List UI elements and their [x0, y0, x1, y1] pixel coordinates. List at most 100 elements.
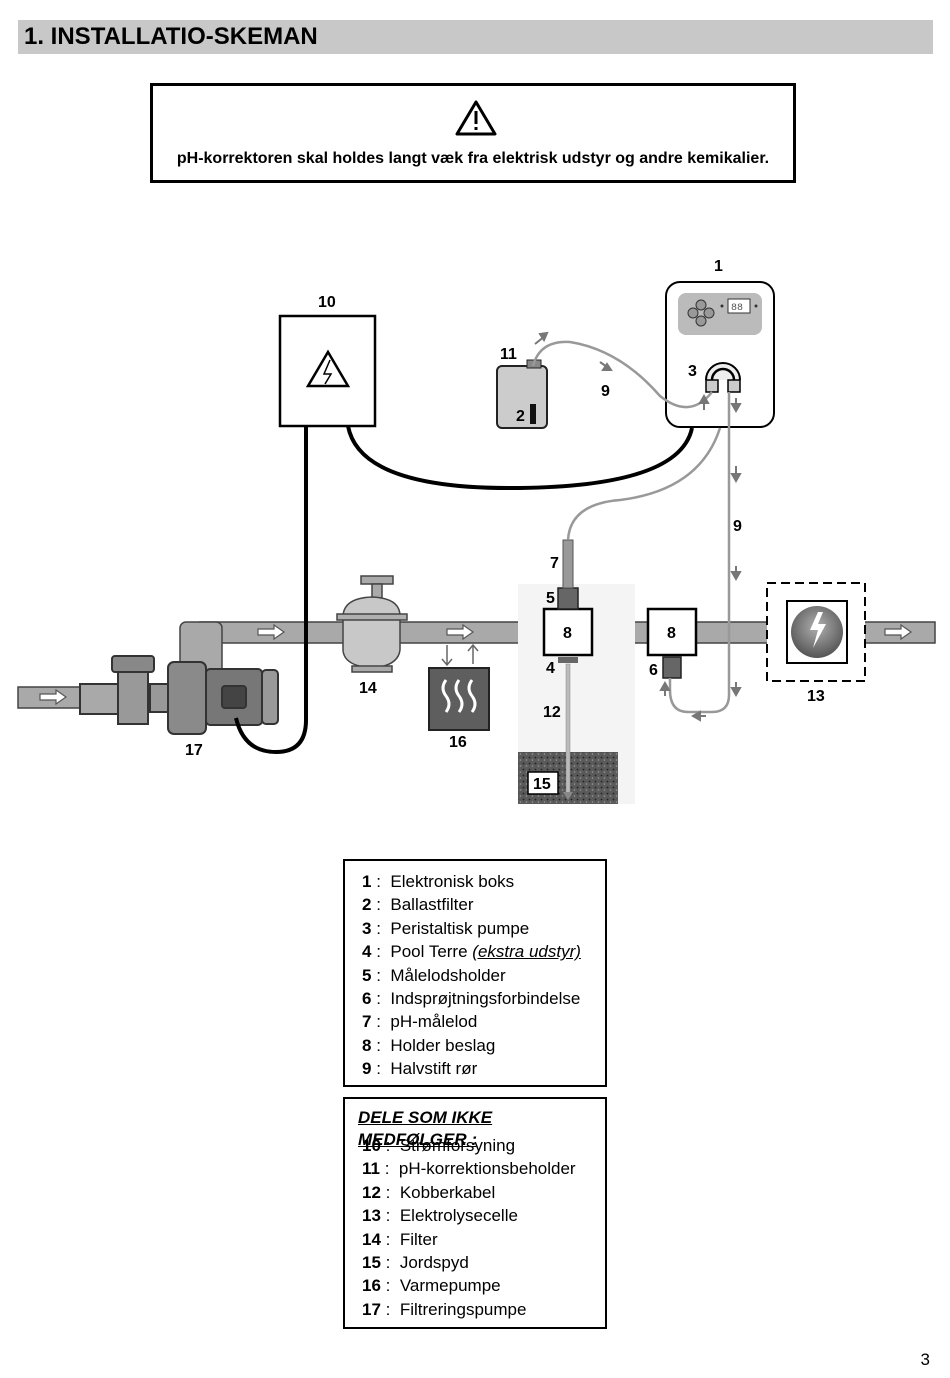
legend-separator: :: [380, 1229, 400, 1249]
legend-separator: :: [380, 1206, 400, 1226]
legend-number: 11: [362, 1159, 380, 1179]
display-readout: 88: [731, 303, 743, 314]
electrolysis-cell: [766, 582, 866, 682]
legend-separator: :: [371, 942, 391, 962]
legend-row: 16 : Varmepumpe: [358, 1274, 605, 1297]
legend-row: 14 : Filter: [358, 1228, 605, 1251]
warning-box: pH-korrektoren skal holdes langt væk fra…: [150, 83, 796, 183]
legend-number: 2: [362, 895, 372, 915]
legend-number: 13: [362, 1206, 381, 1226]
legend-label: pH-korrektionsbeholder: [398, 1159, 576, 1179]
legend-label: Halvstift rør: [390, 1059, 478, 1079]
legend-separator: :: [371, 988, 391, 1008]
cables: [234, 425, 694, 755]
callout-8b: 8: [667, 625, 676, 642]
callout-9a: 9: [601, 383, 610, 400]
callout-16: 16: [449, 734, 467, 751]
legend-label: Elektronisk boks: [390, 872, 515, 891]
callout-12: 12: [543, 704, 561, 721]
warning-triangle-icon: [455, 100, 497, 136]
callout-14: 14: [359, 680, 377, 697]
legend-row: 9 : Halvstift rør: [362, 1057, 605, 1080]
legend-separator: :: [380, 1299, 400, 1319]
legend-row: 5 : Målelodsholder: [362, 964, 605, 987]
legend-number: 3: [362, 918, 372, 938]
callout-1: 1: [714, 258, 723, 275]
legend-extra-note: (ekstra udstyr): [472, 942, 581, 962]
legend-row: 17 : Filtreringspumpe: [358, 1298, 605, 1321]
legend-label: Filtreringspumpe: [399, 1299, 527, 1319]
callout-13: 13: [807, 688, 825, 705]
legend-label: Elektrolysecelle: [399, 1206, 518, 1226]
legend-row: 7 : pH-målelod: [362, 1010, 605, 1033]
legend-number: 15: [362, 1252, 381, 1272]
sand-filter: [336, 575, 408, 673]
legend-not-included-title: DELE SOM IKKE MEDFØLGER :: [358, 1108, 493, 1149]
tube-arrows: [534, 331, 742, 722]
filtration-pump: [79, 655, 279, 735]
legend-number: 17: [362, 1299, 381, 1319]
legend-row: 13 : Elektrolysecelle: [358, 1204, 605, 1227]
legend-number: 12: [362, 1182, 381, 1202]
callout-6: 6: [649, 662, 658, 679]
legend-separator: :: [371, 918, 391, 938]
legend-label: Pool Terre: [390, 942, 473, 962]
holder-brackets: [542, 539, 698, 679]
callout-4: 4: [546, 660, 555, 677]
legend-row: 12 : Kobberkabel: [358, 1181, 605, 1204]
legend-row: 2 : Ballastfilter: [362, 893, 605, 916]
power-supply: [278, 314, 377, 428]
legend-label: Jordspyd: [399, 1252, 469, 1272]
legend-separator: :: [371, 1059, 391, 1079]
legend-row: 6 : Indsprøjtningsforbindelse: [362, 987, 605, 1010]
legend-not-included: DELE SOM IKKE MEDFØLGER : 10 : Strømfors…: [343, 1097, 607, 1329]
heat-pump: [428, 643, 490, 731]
callout-11: 11: [500, 346, 517, 363]
installation-diagram: 1 2 3 4 5 6 7 8 8 9 9 10 11 12 13 14 16 …: [17, 258, 936, 804]
legend-label: Filter: [399, 1229, 438, 1249]
legend-row: 8 : Holder beslag: [362, 1034, 605, 1057]
legend-separator: :: [379, 1159, 399, 1179]
legend-separator: :: [380, 1182, 400, 1202]
callout-5: 5: [546, 590, 555, 607]
legend-label: Kobberkabel: [399, 1182, 496, 1202]
legend-label: Målelodsholder: [390, 965, 506, 985]
section-header: 1. INSTALLATIO-SKEMAN: [18, 20, 933, 54]
legend-row: 11 : pH-korrektionsbeholder: [358, 1157, 605, 1180]
legend-number: 16: [362, 1276, 381, 1296]
legend-label: Ballastfilter: [390, 895, 474, 915]
callout-9b: 9: [733, 518, 742, 535]
callout-7: 7: [550, 555, 559, 572]
legend-number: 4: [362, 942, 372, 962]
legend-separator: :: [371, 895, 391, 915]
legend-row: 15 : Jordspyd: [358, 1251, 605, 1274]
legend-number: 5: [362, 965, 372, 985]
electronic-box: [665, 281, 775, 428]
legend-number: 9: [362, 1059, 372, 1079]
legend-label: Peristaltisk pumpe: [390, 918, 530, 938]
callout-numbers: 1 2 3 4 5 6 7 8 8 9 9 10 11 12 13 14 16 …: [185, 258, 825, 759]
legend-label: Holder beslag: [390, 1035, 496, 1055]
legend-number: 8: [362, 1035, 372, 1055]
page-number: 3: [920, 1350, 930, 1369]
callout-8a: 8: [563, 625, 572, 642]
legend-separator: :: [371, 1012, 391, 1032]
legend-label: pH-målelod: [390, 1012, 478, 1032]
legend-row: 4 : Pool Terre (ekstra udstyr): [362, 940, 605, 963]
legend-number: 14: [362, 1229, 381, 1249]
legend-row: 1 : Elektronisk boks: [362, 870, 605, 893]
legend-label: Varmepumpe: [399, 1276, 501, 1296]
legend-separator: :: [380, 1276, 400, 1296]
legend-number: 10: [362, 1136, 381, 1155]
warning-text: pH-korrektoren skal holdes langt væk fra…: [176, 150, 770, 167]
callout-3: 3: [688, 363, 697, 380]
callout-17: 17: [185, 742, 203, 759]
legend-separator: :: [371, 965, 391, 985]
legend-row: 10 : Strømforsyning: [358, 1134, 605, 1157]
legend-number: 6: [362, 988, 372, 1008]
callout-10: 10: [318, 294, 336, 311]
legend-separator: :: [371, 1035, 391, 1055]
legend-separator: :: [371, 872, 391, 891]
callout-2: 2: [516, 408, 525, 425]
